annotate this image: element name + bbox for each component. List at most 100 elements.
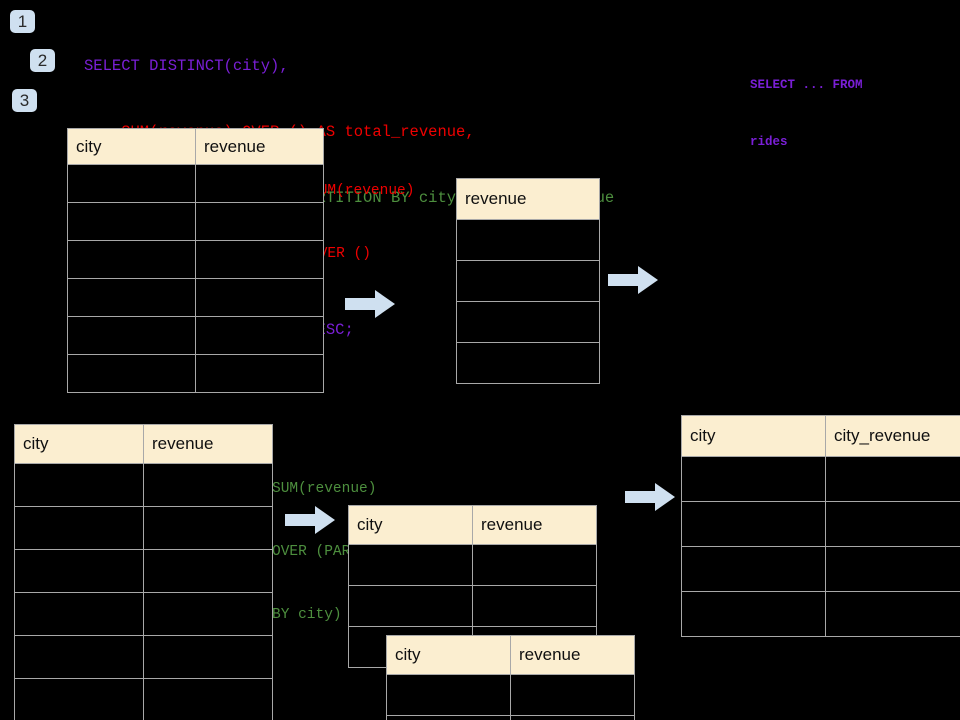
cell-revenue (456, 342, 600, 384)
step-badge-1: 1 (10, 10, 35, 33)
table-header-row: city revenue (14, 424, 273, 464)
rides-source-table: city revenue (67, 128, 324, 393)
cell-revenue (143, 635, 273, 679)
cell-revenue (143, 678, 273, 720)
cell-city (14, 635, 144, 679)
cell-city (681, 591, 826, 637)
step-badge-3: 3 (12, 89, 37, 112)
cell-city-revenue (825, 591, 960, 637)
arrow-total-to-final (608, 265, 658, 300)
cell-city (681, 546, 826, 592)
annotation-select-from-line2: rides (750, 135, 788, 149)
table-row (456, 260, 600, 302)
table-row (67, 278, 324, 317)
table-header-row: revenue (456, 178, 600, 220)
cell-revenue (472, 585, 597, 627)
cell-revenue (195, 316, 324, 355)
cell-city (67, 354, 196, 393)
arrow-right-icon (285, 506, 335, 534)
cell-city (386, 715, 511, 720)
cell-revenue (143, 549, 273, 593)
cell-revenue (456, 301, 600, 343)
cell-revenue (143, 506, 273, 550)
table-row (681, 591, 960, 637)
sql-line-1: SELECT DISTINCT(city), (84, 57, 289, 75)
table-header-row: city city_revenue (681, 415, 960, 457)
cell-city (348, 585, 473, 627)
column-header-revenue: revenue (195, 128, 324, 165)
column-header-city: city (14, 424, 144, 464)
step-badge-2: 2 (30, 49, 55, 72)
cell-city (67, 164, 196, 203)
cell-revenue (456, 260, 600, 302)
table-header-row: city revenue (386, 635, 635, 675)
annotation-city-revenue-line3: BY city) (272, 607, 342, 623)
table-row (14, 678, 273, 720)
annotation-total-revenue-line2: OVER () (310, 246, 371, 262)
table-header-row: city revenue (348, 505, 597, 545)
column-header-city: city (348, 505, 473, 545)
partition-group-front-table: city revenue (386, 635, 635, 720)
cell-revenue (143, 592, 273, 636)
column-header-revenue: revenue (510, 635, 635, 675)
total-revenue-table: revenue (456, 178, 600, 384)
cell-revenue (510, 715, 635, 720)
cell-city (386, 674, 511, 716)
table-row (14, 506, 273, 550)
cell-revenue (195, 354, 324, 393)
annotation-select-from-line1: SELECT ... FROM (750, 78, 863, 92)
column-header-city-revenue: city_revenue (825, 415, 960, 457)
arrow-right-icon (345, 290, 395, 318)
arrow-source-to-total (345, 289, 395, 324)
partition-source-table: city revenue (14, 424, 273, 720)
column-header-city: city (386, 635, 511, 675)
table-row (67, 164, 324, 203)
table-row (67, 316, 324, 355)
table-row (681, 456, 960, 502)
table-row (456, 301, 600, 343)
column-header-city: city (67, 128, 196, 165)
table-row (681, 546, 960, 592)
cell-city (348, 544, 473, 586)
table-row (456, 219, 600, 261)
column-header-revenue: revenue (472, 505, 597, 545)
cell-revenue (195, 202, 324, 241)
cell-city (67, 278, 196, 317)
table-row (14, 635, 273, 679)
arrow-right-icon (625, 483, 675, 511)
table-row (14, 592, 273, 636)
column-header-revenue: revenue (143, 424, 273, 464)
annotation-total-revenue: SUM(revenue) OVER () (310, 139, 414, 307)
cell-city (14, 506, 144, 550)
table-row (67, 240, 324, 279)
cell-city (681, 456, 826, 502)
cell-revenue (472, 544, 597, 586)
annotation-city-revenue-line1: SUM(revenue) (272, 481, 377, 497)
cell-revenue (195, 278, 324, 317)
final-result-table: city city_revenue (681, 415, 960, 637)
table-row (67, 354, 324, 393)
table-row (348, 544, 597, 586)
table-row (67, 202, 324, 241)
cell-city (67, 240, 196, 279)
annotation-select-from: SELECT ... FROM rides (750, 38, 863, 190)
cell-city (681, 501, 826, 547)
table-row (14, 549, 273, 593)
column-header-revenue: revenue (456, 178, 600, 220)
cell-city-revenue (825, 456, 960, 502)
table-row (348, 585, 597, 627)
cell-city (67, 202, 196, 241)
column-header-city: city (681, 415, 826, 457)
table-row (14, 463, 273, 507)
cell-city-revenue (825, 501, 960, 547)
cell-revenue (143, 463, 273, 507)
cell-revenue (456, 219, 600, 261)
arrow-partition-to-final (625, 482, 675, 517)
arrow-source-to-partition (285, 505, 335, 540)
table-row (456, 342, 600, 384)
table-row (386, 674, 635, 716)
table-header-row: city revenue (67, 128, 324, 165)
cell-city (14, 592, 144, 636)
cell-revenue (195, 164, 324, 203)
